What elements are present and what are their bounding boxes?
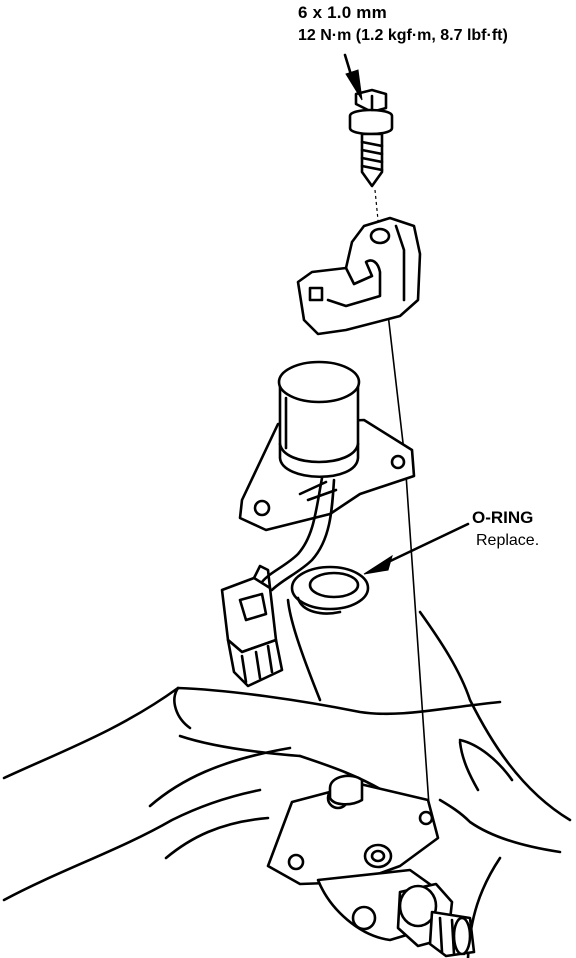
- o-ring-label: O-RING: [472, 508, 534, 527]
- bolt-size-label: 6 x 1.0 mm: [298, 3, 387, 22]
- engine-housing: [2, 598, 572, 958]
- bolt-leader-arrow: [343, 53, 363, 101]
- o-ring: [290, 565, 370, 615]
- electrical-connector: [220, 564, 284, 688]
- wire-harness: [260, 476, 338, 592]
- lower-bracket: [266, 774, 440, 886]
- bolt-torque-label: 12 N·m (1.2 kgf·m, 8.7 lbf·ft): [298, 27, 508, 44]
- bolt: [348, 88, 394, 188]
- bottom-fitting: [316, 843, 476, 958]
- o-ring-replace-note: Replace.: [476, 532, 540, 549]
- o-ring-leader-arrow: [363, 522, 470, 575]
- clamp-bracket: [296, 216, 422, 336]
- solenoid: [238, 360, 416, 532]
